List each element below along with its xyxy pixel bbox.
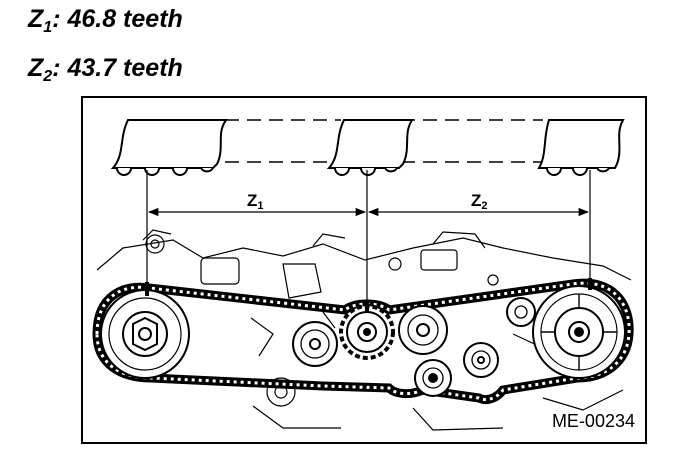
idler-pulley-icon [292, 321, 338, 367]
belt-tensioner-icon [414, 359, 452, 397]
belt-tooth-profile-icon [326, 119, 414, 176]
z2-subscript: 2 [43, 68, 53, 85]
alignment-dashed-lines [225, 119, 543, 163]
tooth-count-z1: Z1: 46.8 teeth [28, 7, 183, 36]
dimension-label-z1: Z1 [247, 191, 264, 212]
timing-belt-diagram: Z1 Z2 [92, 119, 634, 431]
timing-belt-figure: Z1 Z2 [81, 96, 647, 444]
z1-subscript: 1 [43, 19, 53, 36]
right-camshaft-sprocket-icon [532, 285, 626, 379]
belt-timing-marks [145, 278, 592, 312]
timing-belt [92, 278, 634, 405]
figure-id-label: ME-00234 [551, 411, 635, 431]
idler-pulley-icon [398, 305, 448, 355]
belt-tooth-profile-icon [537, 119, 625, 176]
z2-symbol: Z [28, 54, 44, 82]
reference-lines [146, 170, 591, 312]
z1-symbol: Z [28, 5, 44, 33]
belt-tooth-profile-icon [110, 119, 228, 176]
dimension-label-z2: Z2 [471, 191, 488, 212]
left-camshaft-sprocket-icon [100, 289, 190, 379]
z1-value: : 46.8 teeth [52, 5, 183, 33]
tooth-count-z2: Z2: 43.7 teeth [28, 56, 183, 85]
z2-value: : 43.7 teeth [52, 54, 183, 82]
crankshaft-sprocket-icon [339, 304, 395, 360]
idler-pulley-icon [463, 342, 499, 378]
idler-pulley-icon [506, 297, 536, 327]
engine-block-outline [96, 229, 632, 431]
